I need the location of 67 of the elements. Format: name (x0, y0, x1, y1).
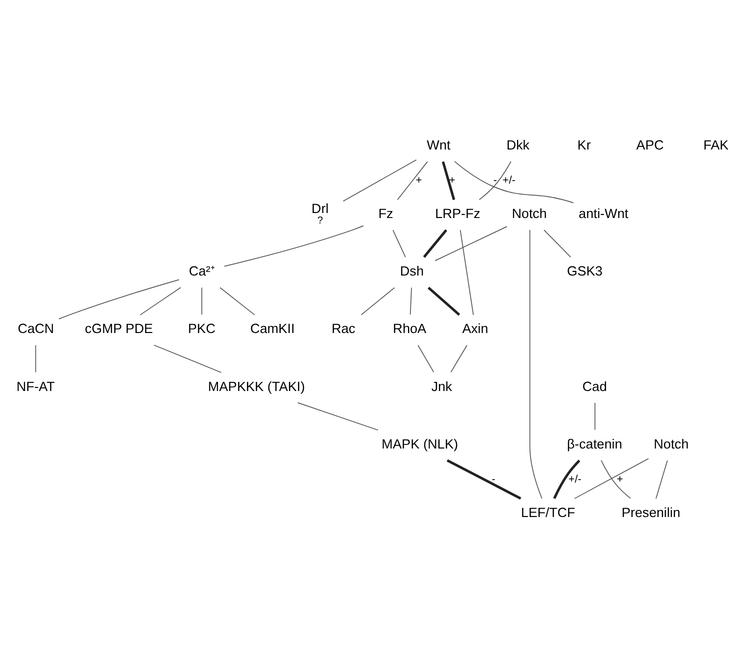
edge-label: - (492, 472, 496, 485)
connector (428, 286, 460, 316)
connector (140, 286, 182, 315)
node-text: cGMP PDE (84, 320, 153, 336)
connector (454, 160, 574, 203)
node-text: LEF/TCF (521, 504, 576, 520)
connector (600, 459, 631, 498)
connector (656, 460, 668, 498)
connector (201, 286, 202, 315)
connector (58, 278, 180, 319)
connector (410, 286, 412, 315)
label: Kr (577, 137, 591, 152)
node-text: Drl (312, 200, 329, 216)
node-text: Fz (378, 205, 394, 220)
connector (434, 226, 508, 261)
connector (594, 402, 596, 430)
connector (397, 160, 428, 200)
connector (446, 458, 522, 500)
node-text: CamKII (250, 320, 295, 336)
connector (360, 286, 395, 315)
node-text: GSK3 (566, 263, 603, 278)
node-text: Presenilin (622, 504, 680, 520)
node-text: MAPK (NLK) (382, 436, 458, 451)
connector (418, 344, 434, 372)
node-text: Dkk (506, 137, 530, 152)
node-text: β-catenin (566, 436, 622, 451)
connector (224, 224, 364, 266)
edge-label: - (493, 174, 498, 186)
node-text: RhoA (392, 320, 426, 336)
edge-label: +/- (502, 174, 516, 186)
connector (35, 344, 36, 372)
node-text: Ca²⁺ (188, 263, 216, 278)
connector (460, 229, 474, 315)
connector (342, 159, 417, 201)
connector (574, 458, 649, 498)
connector (297, 402, 378, 430)
node-text: MAPKKK (TAKI) (208, 378, 305, 394)
connector (450, 344, 468, 372)
edge-label: + (616, 472, 624, 485)
edge-label: + (416, 174, 422, 186)
node-text: Wnt (426, 137, 450, 152)
node-text: Jnk (431, 378, 452, 394)
node-text: CaCN (18, 320, 54, 336)
edge-label: + (449, 174, 456, 186)
label: FAK (703, 137, 729, 152)
node-text: LRP-Fz (435, 205, 480, 220)
node-text: Axin (462, 320, 488, 336)
node-text: Rac (332, 320, 356, 336)
node-text: Notch (512, 205, 547, 220)
node-text: anti-Wnt (578, 205, 628, 220)
connector (544, 229, 572, 257)
connector (442, 160, 456, 200)
connector (478, 160, 512, 200)
label: APC (636, 137, 664, 152)
connector (529, 228, 542, 498)
connector (154, 344, 222, 372)
node-text: Notch (654, 436, 689, 451)
connector (392, 229, 406, 257)
node-text: Dsh (400, 263, 424, 278)
node-text: PKC (188, 320, 216, 336)
connector (423, 228, 448, 258)
node-label: ? (317, 215, 323, 226)
edge-label: +/- (568, 472, 582, 485)
node-text: NF-AT (16, 378, 55, 394)
connector (553, 459, 580, 498)
node-text: Cad (582, 378, 607, 394)
connector (220, 286, 255, 315)
